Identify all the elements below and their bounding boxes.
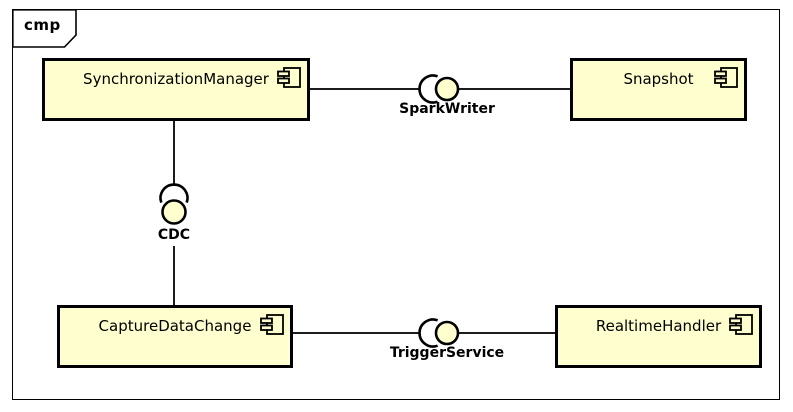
required-socket-icon [418,74,439,104]
provided-ball-icon [434,320,460,346]
connector-triggerservice-realtimehandler [459,332,555,334]
interface-label-triggerservice: TriggerService [389,345,505,361]
ball-socket-icon-cdc [159,183,189,225]
component-icon [714,67,738,88]
connector-syncmanager-cdc [173,121,175,185]
component-name: Snapshot [623,70,694,88]
component-realtime-handler: RealtimeHandler [555,305,762,368]
provided-ball-icon [161,199,187,225]
connector-sparkwriter-snapshot [459,88,570,90]
ball-socket-icon-sparkwriter [418,74,460,104]
interface-label-sparkwriter: SparkWriter [399,101,495,117]
frame-tab [12,9,77,48]
frame-tab-label: cmp [24,16,61,34]
component-synchronization-manager: SynchronizationManager [42,58,310,121]
interface-label-cdc: CDC [157,227,191,243]
required-socket-icon [159,183,189,204]
component-name: CaptureDataChange [98,317,252,335]
component-name: RealtimeHandler [595,317,722,335]
connector-syncmanager-sparkwriter [310,88,420,90]
component-icon [277,67,301,88]
diagram-frame [12,9,780,400]
connector-capturedatachange-triggerservice [293,332,420,334]
component-capture-data-change: CaptureDataChange [57,305,293,368]
required-socket-icon [418,318,439,348]
component-snapshot: Snapshot [570,58,747,121]
connector-cdc-capturedatachange [173,246,175,305]
ball-socket-icon-triggerservice [418,318,460,348]
component-icon [260,314,284,335]
component-name: SynchronizationManager [83,70,269,88]
component-icon [729,314,753,335]
provided-ball-icon [434,76,460,102]
